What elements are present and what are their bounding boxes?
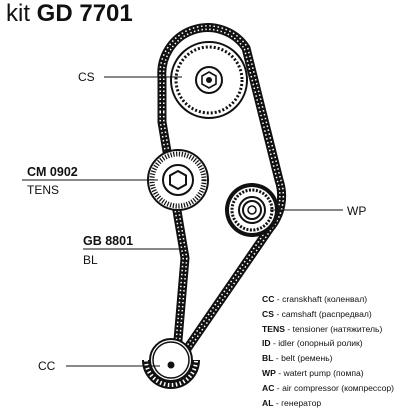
legend-sep: - [274, 382, 283, 393]
legend-text: idler (опорный ролик) [278, 338, 363, 349]
crankshaft-pulley-icon [149, 338, 193, 382]
legend-code: WP [262, 367, 276, 378]
legend-row: AL - генератор [262, 396, 394, 411]
legend-row: CC - cranskhaft (коленвал) [262, 292, 394, 307]
legend-code: TENS [262, 323, 285, 334]
legend-code: ID [262, 338, 271, 349]
legend-text: camshaft (распредвал) [281, 308, 372, 319]
legend-text: tensioner (натяжитель) [292, 323, 383, 334]
legend-code: CC [262, 294, 275, 304]
label-cc: CC [38, 359, 56, 373]
legend-sep: - [273, 397, 282, 408]
legend-text: cranskhaft (коленвал) [282, 294, 368, 304]
legend-row: AC - air compressor (компрессор) [262, 381, 394, 396]
legend-code: CS [262, 308, 274, 319]
legend-text: air compressor (компрессор) [282, 382, 395, 393]
legend-sep: - [270, 338, 279, 349]
legend-code: BL [262, 353, 274, 364]
legend-text: belt (ремень) [281, 353, 333, 364]
legend: CC - cranskhaft (коленвал) CS - camshaft… [262, 292, 394, 410]
legend-code: AC [262, 382, 275, 393]
label-gb-name: BL [83, 253, 98, 267]
legend-text: watert pump (помпа) [283, 367, 364, 378]
label-wp: WP [347, 204, 367, 218]
kit-prefix: kit [6, 0, 30, 27]
legend-row: BL - belt (ремень) [262, 351, 394, 366]
kit-title: kit GD 7701 [6, 1, 133, 27]
label-cm-code: CM 0902 [27, 165, 78, 179]
legend-code: AL [262, 397, 274, 408]
legend-row: TENS - tensioner (натяжитель) [262, 322, 394, 337]
legend-row: WP - watert pump (помпа) [262, 366, 394, 381]
label-gb-code: GB 8801 [83, 234, 134, 248]
legend-sep: - [284, 323, 293, 334]
legend-sep: - [275, 367, 284, 378]
leader-lines [22, 76, 343, 367]
label-cs: CS [78, 70, 95, 84]
legend-sep: - [274, 294, 283, 304]
legend-text: генератор [281, 397, 322, 408]
legend-sep: - [273, 308, 282, 319]
legend-row: CS - camshaft (распредвал) [262, 307, 394, 322]
legend-row: ID - idler (опорный ролик) [262, 336, 394, 351]
label-cm-name: TENS [27, 183, 60, 197]
camshaft-pulley-icon [170, 41, 248, 119]
kit-code: GD 7701 [36, 0, 133, 27]
legend-sep: - [273, 353, 282, 364]
